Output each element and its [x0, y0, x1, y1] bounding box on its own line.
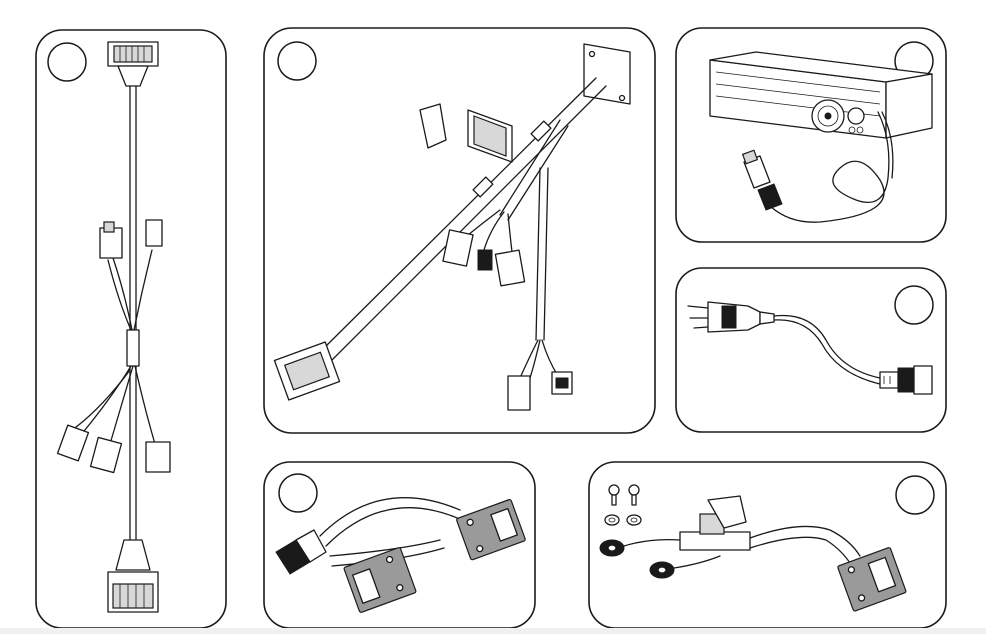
page-bottom-edge — [0, 628, 986, 634]
panel-main-wiring-harness — [35, 29, 227, 629]
y-cable-icon — [275, 497, 526, 613]
screw-icon — [608, 484, 640, 506]
controller-harness-icon — [273, 43, 631, 411]
panel-controller-harness — [263, 27, 656, 434]
wiring-harness-icon — [56, 41, 171, 613]
panel-number-badge — [278, 473, 318, 513]
panel-battery-charger — [675, 27, 947, 243]
panel-fused-battery-cable — [588, 461, 947, 629]
panel-number-badge — [894, 285, 934, 325]
panel-ac-power-cord — [675, 267, 947, 433]
power-cord-icon — [687, 301, 933, 395]
panel-number-badge — [47, 42, 87, 82]
washer-icon — [604, 514, 642, 526]
panel-number-badge — [895, 475, 935, 515]
panel-number-badge — [277, 41, 317, 81]
panel-y-splitter-cable — [263, 461, 536, 629]
charger-icon — [709, 51, 933, 223]
fuse-cable-icon — [599, 484, 907, 612]
